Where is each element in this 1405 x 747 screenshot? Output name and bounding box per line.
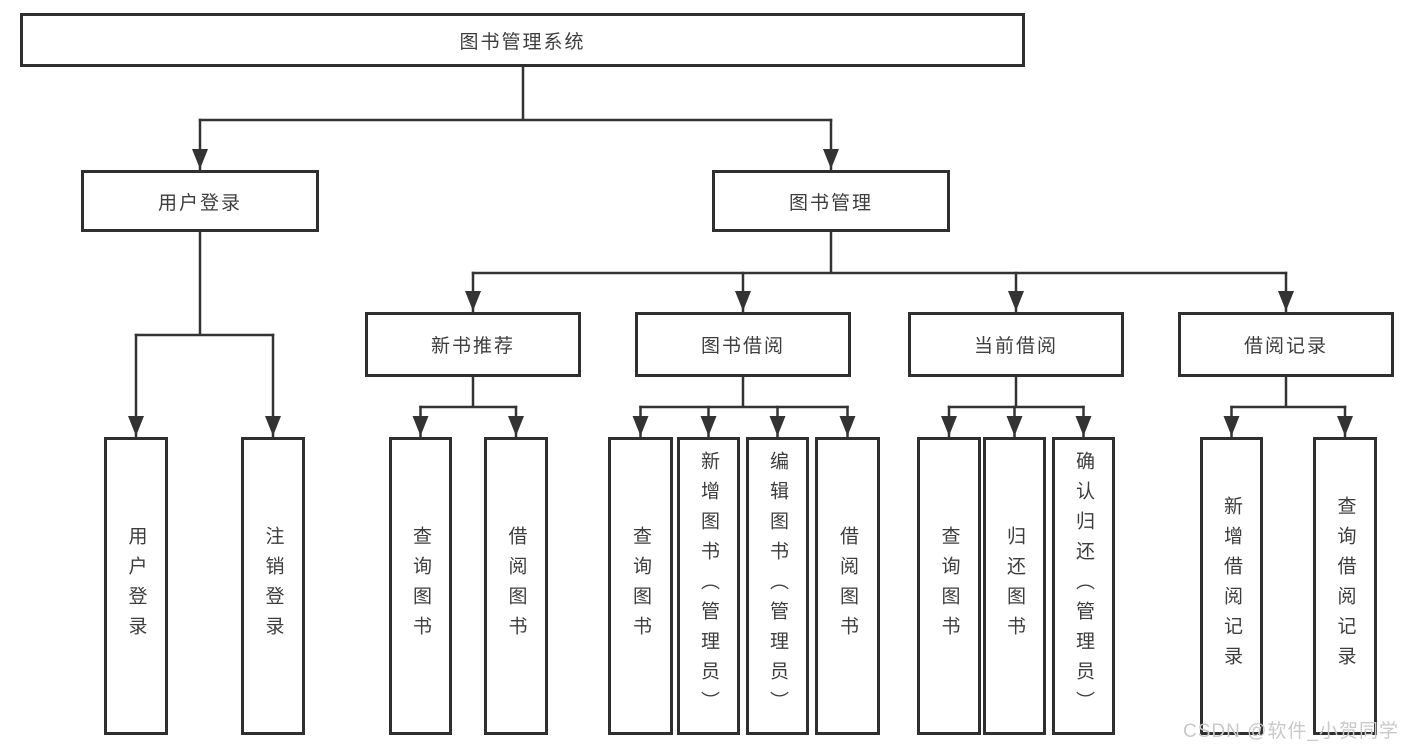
node-leaf-recommend-query-books-label: 查询图书 — [410, 526, 431, 646]
node-borrow-records-label: 借阅记录 — [1243, 336, 1328, 357]
node-leaf-user-login-label: 用户登录 — [125, 526, 147, 646]
node-leaf-current-confirm-return: 确认归还（管理员） — [1052, 437, 1115, 735]
node-root-label: 图书管理系统 — [459, 31, 586, 53]
node-leaf-borrow-edit-books: 编辑图书（管理员） — [746, 437, 809, 735]
node-current-borrow-label: 当前借阅 — [973, 336, 1058, 357]
connector-bookmgmt-children — [471, 230, 1288, 275]
node-borrow-records: 借阅记录 — [1178, 312, 1394, 377]
node-leaf-recommend-query-books: 查询图书 — [389, 437, 452, 735]
node-leaf-borrow-query-books-label: 查询图书 — [630, 526, 651, 646]
node-book-management-label: 图书管理 — [788, 192, 873, 214]
node-new-book-recommend: 新书推荐 — [365, 312, 581, 377]
node-new-book-recommend-label: 新书推荐 — [430, 336, 515, 357]
connector-userlogin-children — [134, 230, 275, 337]
node-leaf-records-query-record: 查询借阅记录 — [1313, 437, 1377, 735]
node-leaf-current-query-books-label: 查询图书 — [938, 526, 960, 646]
node-leaf-logout-login: 注销登录 — [241, 437, 305, 735]
node-leaf-logout-login-label: 注销登录 — [262, 526, 284, 646]
node-user-login: 用户登录 — [81, 170, 319, 232]
connector-borrow-children — [639, 375, 849, 409]
csdn-watermark: CSDN @软件_小贺同学 — [1183, 721, 1399, 742]
connector-root-to-level2 — [198, 65, 833, 122]
connector-group — [128, 65, 1353, 438]
node-leaf-records-add-record: 新增借阅记录 — [1200, 437, 1263, 735]
node-user-login-label: 用户登录 — [157, 192, 242, 214]
node-leaf-recommend-borrow-books: 借阅图书 — [484, 437, 548, 735]
node-book-management: 图书管理 — [712, 170, 950, 232]
node-book-borrow: 图书借阅 — [635, 312, 851, 377]
node-leaf-records-query-record-label: 查询借阅记录 — [1334, 496, 1356, 676]
node-leaf-current-return-books-label: 归还图书 — [1004, 526, 1025, 646]
node-leaf-borrow-add-books: 新增图书（管理员） — [677, 437, 740, 735]
connector-current-children — [947, 375, 1085, 409]
node-current-borrow: 当前借阅 — [908, 312, 1124, 377]
node-leaf-borrow-query-books: 查询图书 — [608, 437, 673, 735]
connector-records-children — [1230, 375, 1347, 409]
node-book-borrow-label: 图书借阅 — [700, 336, 785, 357]
node-leaf-borrow-edit-books-label: 编辑图书（管理员） — [767, 451, 788, 721]
node-root: 图书管理系统 — [20, 13, 1025, 67]
node-leaf-user-login: 用户登录 — [104, 437, 168, 735]
node-leaf-current-confirm-return-label: 确认归还（管理员） — [1073, 451, 1094, 721]
node-leaf-records-add-record-label: 新增借阅记录 — [1221, 496, 1242, 676]
node-leaf-current-query-books: 查询图书 — [917, 437, 981, 735]
node-leaf-borrow-add-books-label: 新增图书（管理员） — [698, 451, 719, 721]
connector-recommend-children — [419, 375, 518, 409]
node-leaf-recommend-borrow-books-label: 借阅图书 — [505, 526, 527, 646]
node-leaf-current-return-books: 归还图书 — [983, 437, 1046, 735]
node-leaf-borrow-borrow-books-label: 借阅图书 — [837, 526, 858, 646]
node-leaf-borrow-borrow-books: 借阅图书 — [815, 437, 880, 735]
